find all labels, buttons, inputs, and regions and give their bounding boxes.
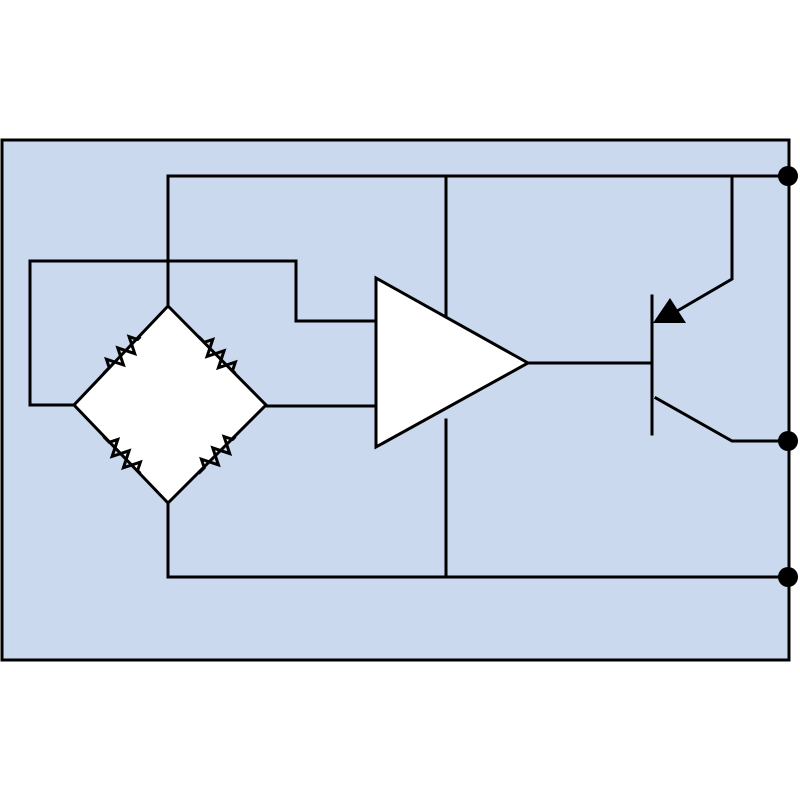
wire-collector — [653, 395, 790, 443]
terminal-top[interactable] — [778, 166, 798, 186]
wire-bottom-rail — [166, 501, 790, 579]
resistor-top-right — [197, 335, 238, 375]
wheatstone-bridge — [71, 303, 269, 506]
resistor-bottom-right — [197, 434, 237, 475]
pnp-transistor — [650, 294, 686, 436]
resistor-top-left — [102, 334, 142, 375]
emitter-arrow-icon — [653, 298, 686, 323]
terminal-middle[interactable] — [778, 431, 798, 451]
wire-top-rail — [166, 174, 790, 308]
wire-emitter — [669, 174, 734, 317]
wires — [28, 174, 790, 579]
op-amp — [374, 275, 532, 450]
wire-bridge-to-noninv — [28, 259, 378, 407]
terminal-bottom[interactable] — [778, 567, 798, 587]
resistor-bottom-left — [102, 435, 143, 475]
